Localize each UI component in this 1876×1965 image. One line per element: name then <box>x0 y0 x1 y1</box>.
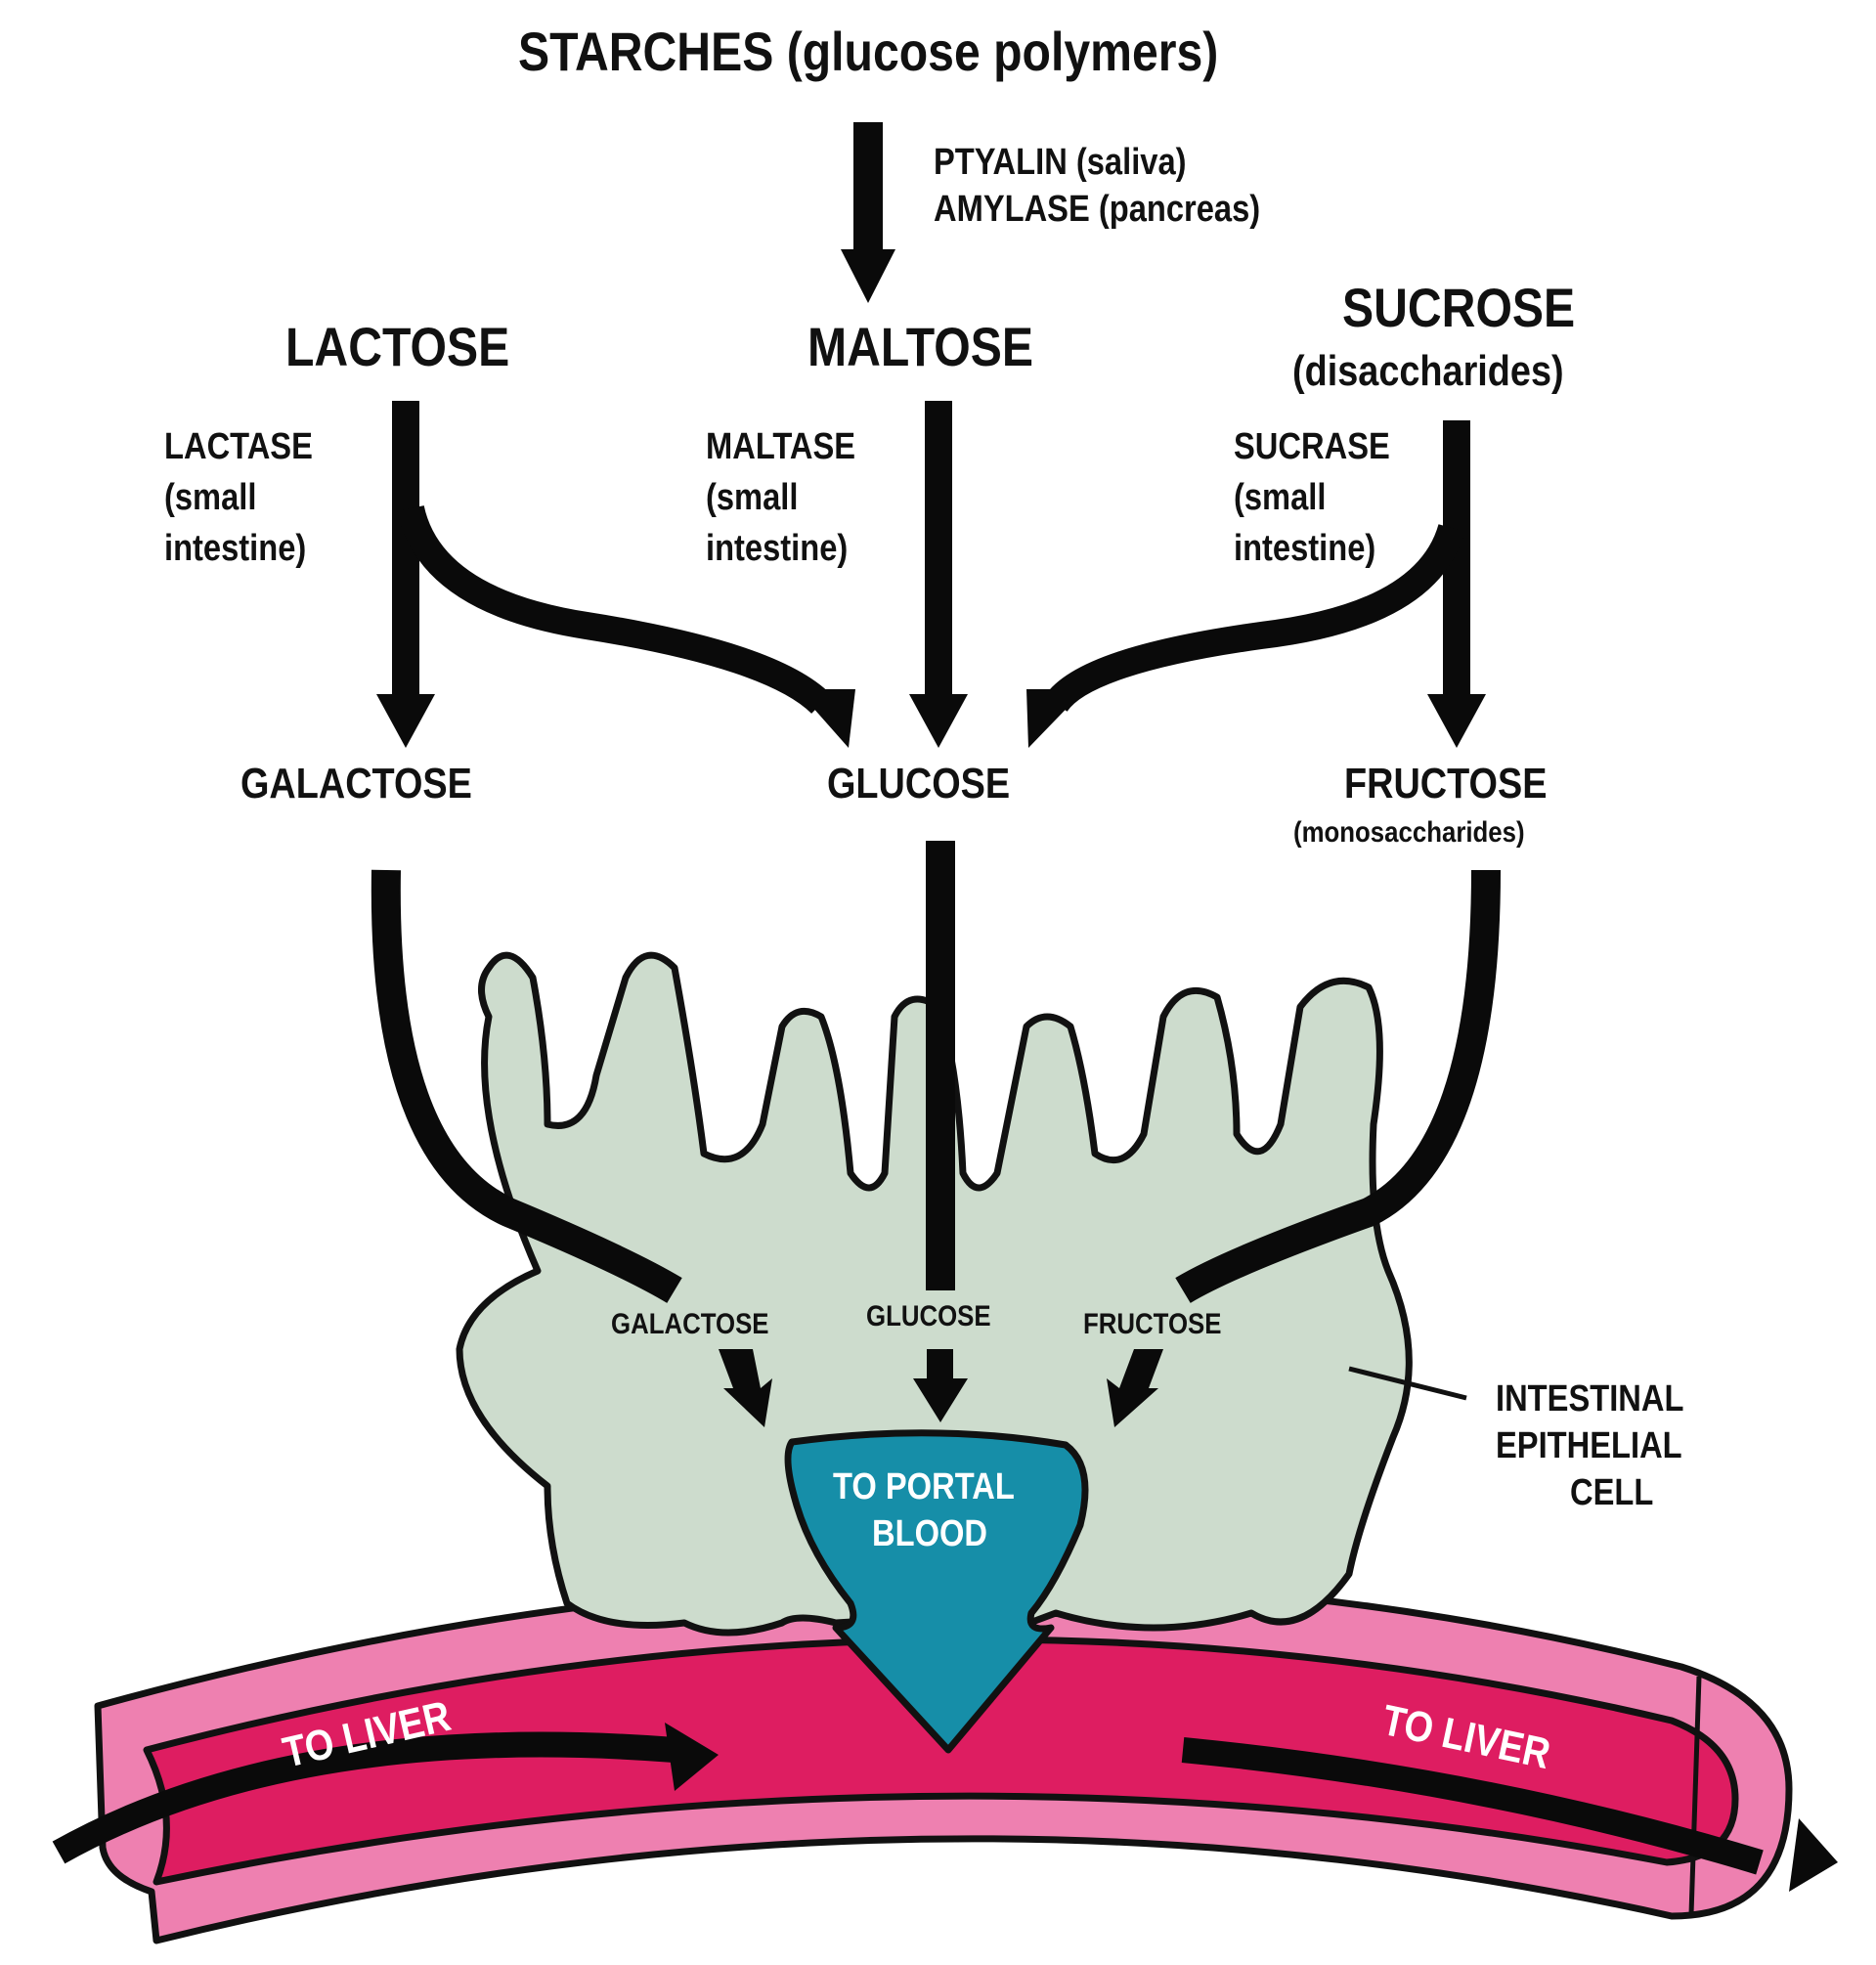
monosaccharides-group-label: (monosaccharides) <box>1293 816 1525 849</box>
cell-callout-line-1: INTESTINAL <box>1496 1378 1684 1419</box>
sucrose-to-glucose-arrow <box>1044 523 1465 713</box>
lactose-label: LACTOSE <box>285 316 510 377</box>
lactase-label: LACTASE <box>164 426 313 467</box>
maltase-site-label-2: intestine) <box>706 528 849 569</box>
vessel-flow-arrow-left <box>52 1731 676 1864</box>
maltase-site-label-1: (small <box>706 477 799 518</box>
cell-callout-line-3: CELL <box>1570 1472 1654 1513</box>
fructose-label: FRUCTOSE <box>1344 760 1548 808</box>
maltose-label: MALTOSE <box>807 316 1034 377</box>
lactase-site-label-2: intestine) <box>164 528 307 569</box>
disaccharides-group-label: (disaccharides) <box>1292 347 1564 395</box>
cell-galactose-arrow <box>719 1349 772 1427</box>
flow-arrows <box>52 122 1838 1892</box>
galactose-into-cell-arrow <box>371 869 682 1303</box>
amylase-label: AMYLASE (pancreas) <box>934 189 1261 230</box>
lactose-to-glucose-arrow <box>397 504 831 715</box>
sucrase-site-label-1: (small <box>1234 477 1327 518</box>
cell-glucose-label: GLUCOSE <box>866 1300 991 1332</box>
cell-glucose-arrow <box>913 1349 968 1422</box>
blood-vessel <box>94 1577 1793 1944</box>
vessel-flow-arrow-right <box>1181 1737 1764 1875</box>
starches-label: STARCHES (glucose polymers) <box>518 21 1219 82</box>
cell-galactose-label: GALACTOSE <box>611 1308 769 1340</box>
epithelial-cell <box>456 951 1413 1754</box>
cell-callout-line-2: EPITHELIAL <box>1496 1425 1682 1466</box>
galactose-label: GALACTOSE <box>240 760 472 808</box>
sucrose-label: SUCROSE <box>1342 277 1576 338</box>
maltase-label: MALTASE <box>706 426 856 467</box>
sucrase-label: SUCRASE <box>1234 426 1390 467</box>
cell-fructose-label: FRUCTOSE <box>1083 1308 1222 1340</box>
portal-blood-label-2: BLOOD <box>872 1513 988 1554</box>
lactase-site-label-1: (small <box>164 477 257 518</box>
cell-body <box>456 951 1413 1637</box>
vessel-end-line <box>1688 1676 1702 1915</box>
sucrase-site-label-2: intestine) <box>1234 528 1376 569</box>
cell-fructose-arrow <box>1107 1349 1163 1427</box>
cell-callout-line <box>1348 1366 1467 1401</box>
ptyalin-label: PTYALIN (saliva) <box>934 142 1187 183</box>
portal-blood-label-1: TO PORTAL <box>833 1466 1015 1507</box>
fructose-into-cell-arrow <box>1175 869 1501 1303</box>
portal-funnel <box>784 1429 1089 1754</box>
glucose-label: GLUCOSE <box>827 760 1011 808</box>
